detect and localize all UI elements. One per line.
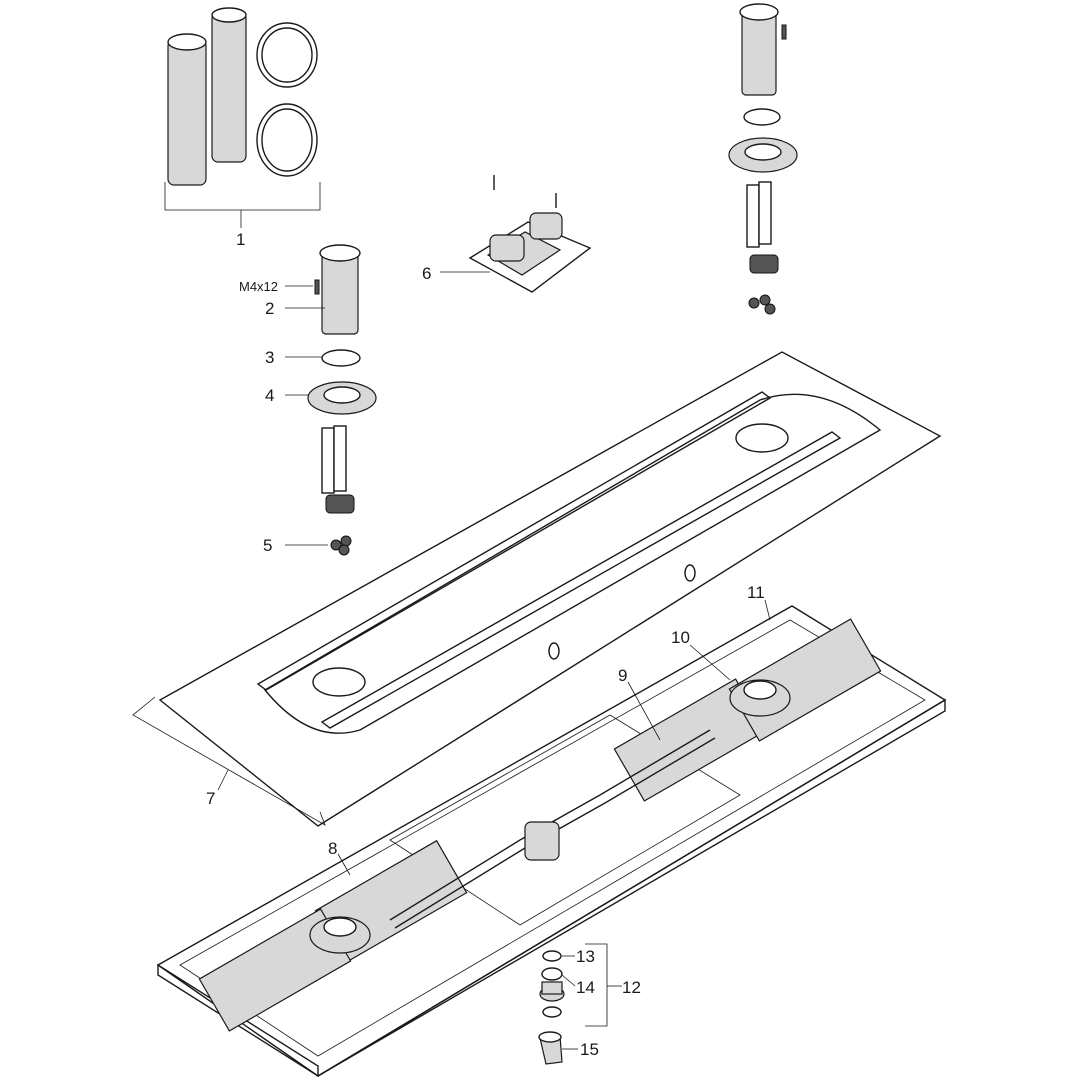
part-4-rosette bbox=[307, 381, 377, 415]
part-6-control-box bbox=[468, 175, 592, 293]
callout-5: 5 bbox=[263, 536, 272, 555]
callout-15: 15 bbox=[580, 1040, 599, 1059]
part-12-drain-set bbox=[539, 943, 622, 1027]
part-1-cartridge-set bbox=[164, 7, 321, 228]
part-15-drain-trap bbox=[538, 1031, 578, 1065]
part-2-sleeve bbox=[314, 244, 361, 335]
part-right-stack bbox=[728, 3, 798, 315]
callout-13: 13 bbox=[576, 947, 595, 966]
callout-11: 11 bbox=[747, 583, 765, 602]
callout-6: 6 bbox=[422, 264, 431, 283]
callout-2: 2 bbox=[265, 299, 274, 318]
callout-7: 7 bbox=[206, 789, 215, 808]
callout-4: 4 bbox=[265, 386, 274, 405]
shower-body-basin bbox=[156, 605, 947, 1078]
callout-9: 9 bbox=[618, 666, 627, 685]
part-7-cover-plate bbox=[132, 351, 942, 827]
part-5-caps bbox=[330, 535, 352, 556]
callout-1: 1 bbox=[236, 230, 245, 249]
callout-8: 8 bbox=[328, 839, 337, 858]
part-pipes-left bbox=[321, 425, 355, 514]
callout-14: 14 bbox=[576, 978, 595, 997]
callout-12: 12 bbox=[622, 978, 641, 997]
screw-spec-label: M4x12 bbox=[239, 279, 278, 294]
callout-3: 3 bbox=[265, 348, 274, 367]
callout-10: 10 bbox=[671, 628, 690, 647]
part-3-o-ring bbox=[321, 349, 361, 367]
